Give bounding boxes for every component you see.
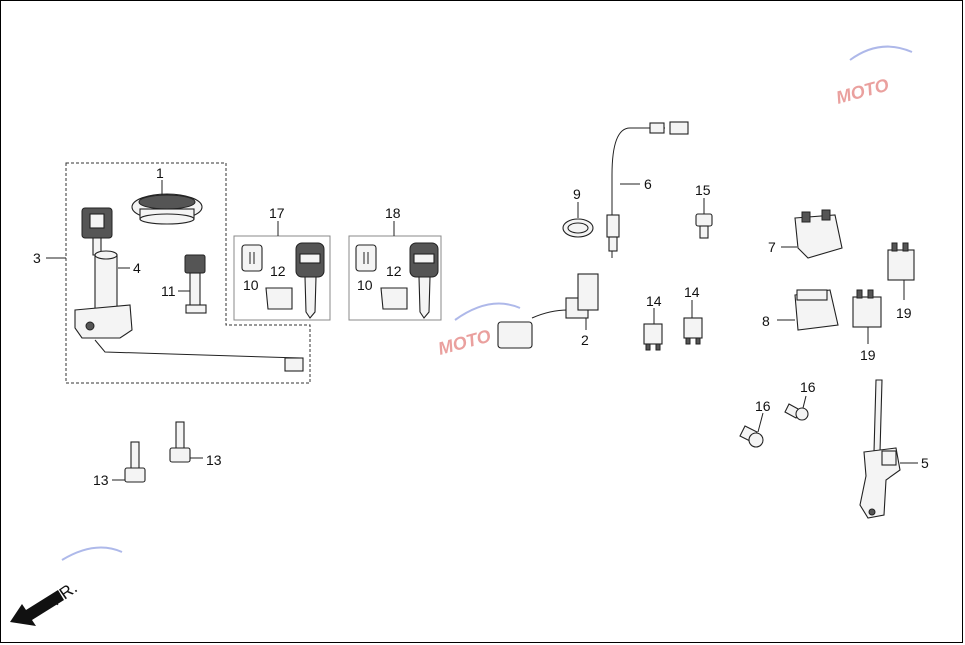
part-11-seat-lock[interactable] <box>184 254 207 314</box>
callout-12a: 12 <box>270 263 286 279</box>
part-19-relay-a[interactable] <box>887 242 915 281</box>
callout-11: 11 <box>161 283 176 299</box>
callout-17: 17 <box>269 205 285 221</box>
part-8-relay[interactable] <box>794 289 839 331</box>
part-14-fuse-a[interactable] <box>643 323 663 351</box>
svg-text:MOTO: MOTO <box>834 75 891 108</box>
part-19-relay-b[interactable] <box>852 289 882 328</box>
part-15-bolt[interactable] <box>695 213 713 239</box>
watermark-logo-bottom-left <box>61 546 123 561</box>
key-blank-b[interactable] <box>409 242 439 319</box>
part-14-fuse-b[interactable] <box>683 317 703 345</box>
callout-8: 8 <box>762 313 770 329</box>
callout-13a: 13 <box>93 472 109 488</box>
key-set-17-box <box>233 235 331 321</box>
part-9-clip[interactable] <box>562 218 594 238</box>
callout-12b: 12 <box>386 263 402 279</box>
callout-16a: 16 <box>755 398 771 414</box>
callout-1: 1 <box>156 165 164 181</box>
part-2-wiring-harness[interactable] <box>497 273 599 349</box>
callout-6: 6 <box>644 176 652 192</box>
callout-16b: 16 <box>800 379 816 395</box>
callout-10a: 10 <box>243 277 259 293</box>
watermark-logo-top-right: MOTO <box>834 45 913 108</box>
callout-14b: 14 <box>684 284 700 300</box>
callout-7: 7 <box>768 239 776 255</box>
part-13-screw-b[interactable] <box>169 421 191 463</box>
callout-9: 9 <box>573 186 581 202</box>
part-7-relay[interactable] <box>794 209 843 259</box>
callout-14a: 14 <box>646 293 662 309</box>
svg-text:MOTO: MOTO <box>436 326 493 359</box>
part-16-bolt-a[interactable] <box>739 425 764 448</box>
key-set-18-box <box>348 235 442 321</box>
callout-3: 3 <box>33 250 41 266</box>
part-10-key-tag-b[interactable] <box>355 244 377 272</box>
leader-16b <box>802 395 807 409</box>
callout-5: 5 <box>921 455 929 471</box>
part-16-bolt-b[interactable] <box>784 403 809 421</box>
callout-2: 2 <box>581 332 589 348</box>
callout-10b: 10 <box>357 277 373 293</box>
part-5-bracket[interactable] <box>859 379 901 519</box>
part-13-screw-a[interactable] <box>124 441 146 483</box>
callout-19b: 19 <box>860 347 876 363</box>
callout-18: 18 <box>385 205 401 221</box>
part-6-sensor[interactable] <box>606 121 689 258</box>
callout-4: 4 <box>133 260 141 276</box>
callout-19a: 19 <box>896 305 912 321</box>
ignition-group-outline <box>65 162 311 384</box>
key-blank-a[interactable] <box>295 242 325 319</box>
callout-labels: 1 2 3 4 5 6 7 8 9 10 10 11 12 12 13 13 1… <box>33 165 929 488</box>
part-12-code-card-b[interactable] <box>380 287 408 310</box>
part-4-ignition-switch[interactable] <box>74 207 304 372</box>
part-1-fuel-cap-lock[interactable] <box>131 193 203 225</box>
callout-13b: 13 <box>206 452 222 468</box>
part-10-key-tag-a[interactable] <box>241 244 263 272</box>
front-direction-arrow: FR. <box>10 578 81 626</box>
leader-16a <box>757 412 764 433</box>
part-12-code-card-a[interactable] <box>265 287 293 310</box>
callout-15: 15 <box>695 182 711 198</box>
